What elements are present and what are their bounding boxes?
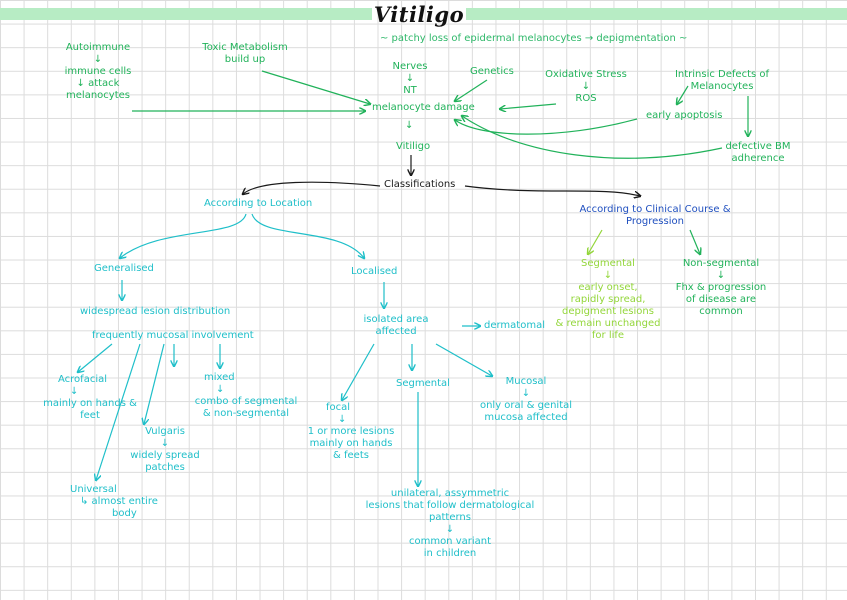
arrow-to-focal [342,343,375,400]
classifications-node: Classifications [384,179,456,190]
arrow-bm [462,116,723,159]
autoimmune-node: Autoimmune↓ immune cells↓ attack melanoc… [64,42,132,101]
mixed-node: mixed ↓ combo of segmental& non-segmenta… [194,372,298,419]
clinical-segmental-node: Segmental↓ early onset,rapidly spread, d… [555,258,661,341]
dermatomal-node: dermatomal [484,320,545,331]
arrow-ros [500,103,557,109]
arrow-to-mucosal [435,343,492,376]
title-banner-right [466,8,847,20]
arrow-to-vitiligo: ↓ [405,120,414,131]
mucosal-involvement-node: frequently mucosal involvement [92,330,254,341]
clinical-heading: According to Clinical Course &Progressio… [579,204,731,227]
page-title: Vitiligo [373,2,465,27]
localised-node: Localised [351,266,398,277]
location-heading: According to Location [204,198,313,209]
arrow-intrinsic-apoptosis [677,85,689,104]
oxidative-stress-node: Oxidative Stress↓ROS [545,69,627,104]
widespread-node: widespread lesion distribution [80,306,231,317]
arrow-apoptosis [455,119,638,135]
nerves-node: Nerves↓NT [392,61,428,96]
arrow-to-clinical-segmental [588,229,603,254]
arrow-genetics [455,79,488,101]
arrow-to-generalised [120,213,247,258]
subtitle: ~ patchy loss of epidermal melanocytes →… [380,33,688,44]
acrofacial-node: Acrofacial ↓ mainly on hands &feet [43,374,137,421]
title-banner-left [0,8,372,20]
arrow-to-non-segmental [689,229,700,254]
arrow-to-acrofacial [78,343,113,372]
arrow-to-localised [251,213,364,258]
arrow-to-vulgaris [144,343,165,424]
arrow-to-clinical [464,185,640,196]
segmental-location-node: Segmental [396,378,450,389]
arrow-to-location [243,181,381,194]
genetics-node: Genetics [470,66,514,77]
arrow-to-universal [96,343,141,480]
melanocyte-damage-node: melanocyte damage [372,102,475,113]
vitiligo-node: Vitiligo [396,141,431,152]
early-apoptosis-node: early apoptosis [646,110,723,121]
arrow-toxic [261,70,370,104]
universal-node: Universal ↳ almost entire body [70,484,158,519]
generalised-node: Generalised [94,263,154,274]
